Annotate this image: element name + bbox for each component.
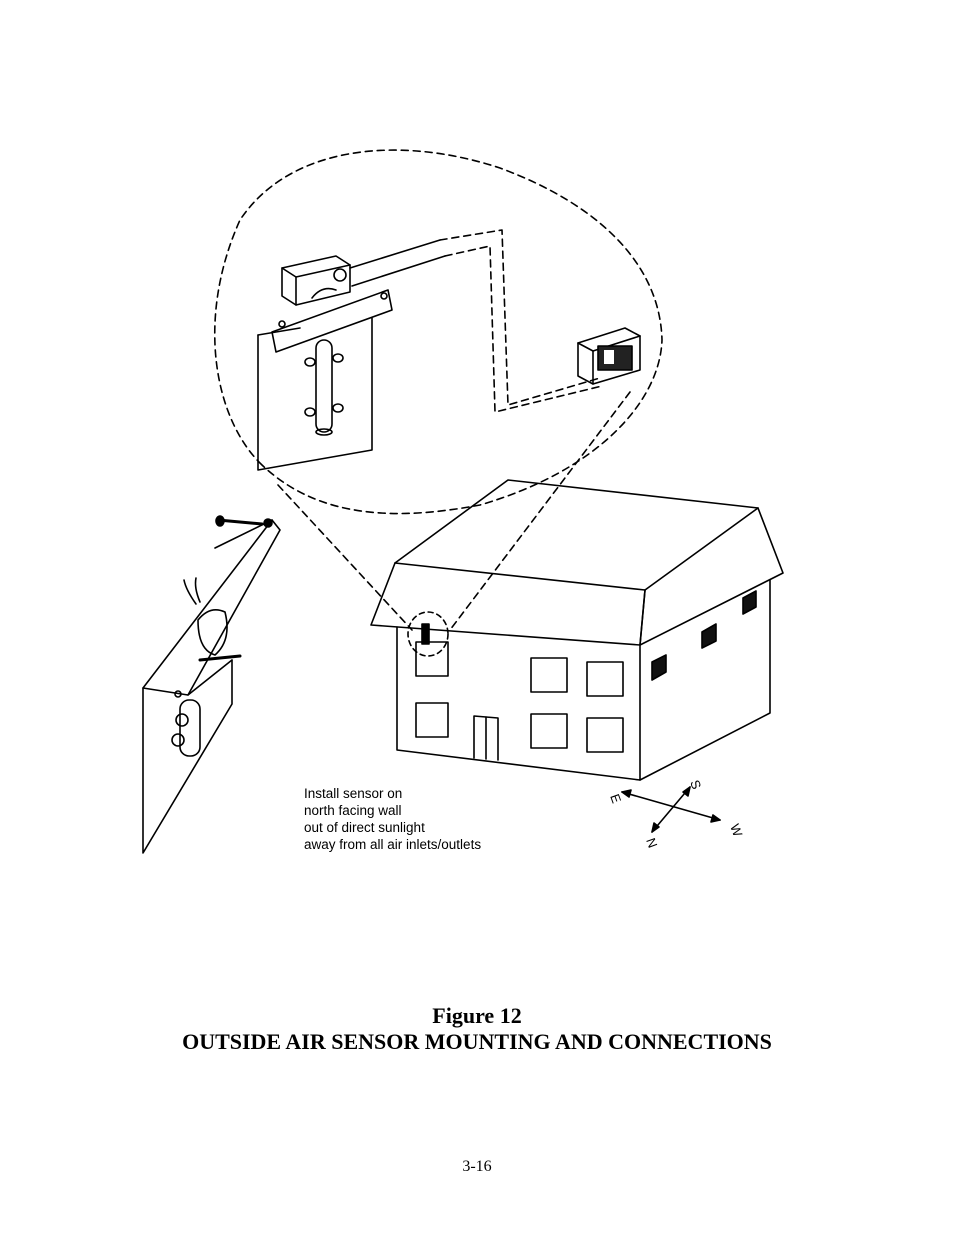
page-number: 3-16	[462, 1158, 492, 1175]
screw-icon	[198, 515, 264, 662]
callout-leader-left	[277, 484, 413, 631]
controller-icon	[577, 327, 641, 385]
install-note-line: out of direct sunlight	[304, 820, 425, 835]
figure-number: Figure 12	[432, 1003, 522, 1028]
sensor-assembly-icon	[257, 239, 446, 471]
compass-south-label: S	[687, 778, 704, 792]
compass-west-label: W	[727, 822, 746, 839]
sensor-location-marker	[407, 611, 449, 657]
house-icon	[370, 479, 784, 781]
install-note-line: Install sensor on	[304, 786, 403, 801]
callout-balloon	[214, 149, 663, 515]
sensor-wiring	[439, 229, 603, 413]
figure-title: OUTSIDE AIR SENSOR MOUNTING AND CONNECTI…	[182, 1029, 772, 1054]
install-note-line: away from all air inlets/outlets	[304, 837, 482, 852]
compass-north-label: N	[643, 836, 660, 850]
install-note-line: north facing wall	[304, 803, 402, 818]
install-instructions: Install sensor on north facing wall out …	[304, 785, 481, 853]
compass-icon	[621, 786, 721, 833]
sensor-bracket-icon	[142, 518, 281, 854]
callout-leader-right	[449, 391, 631, 631]
compass-east-label: E	[607, 792, 624, 806]
